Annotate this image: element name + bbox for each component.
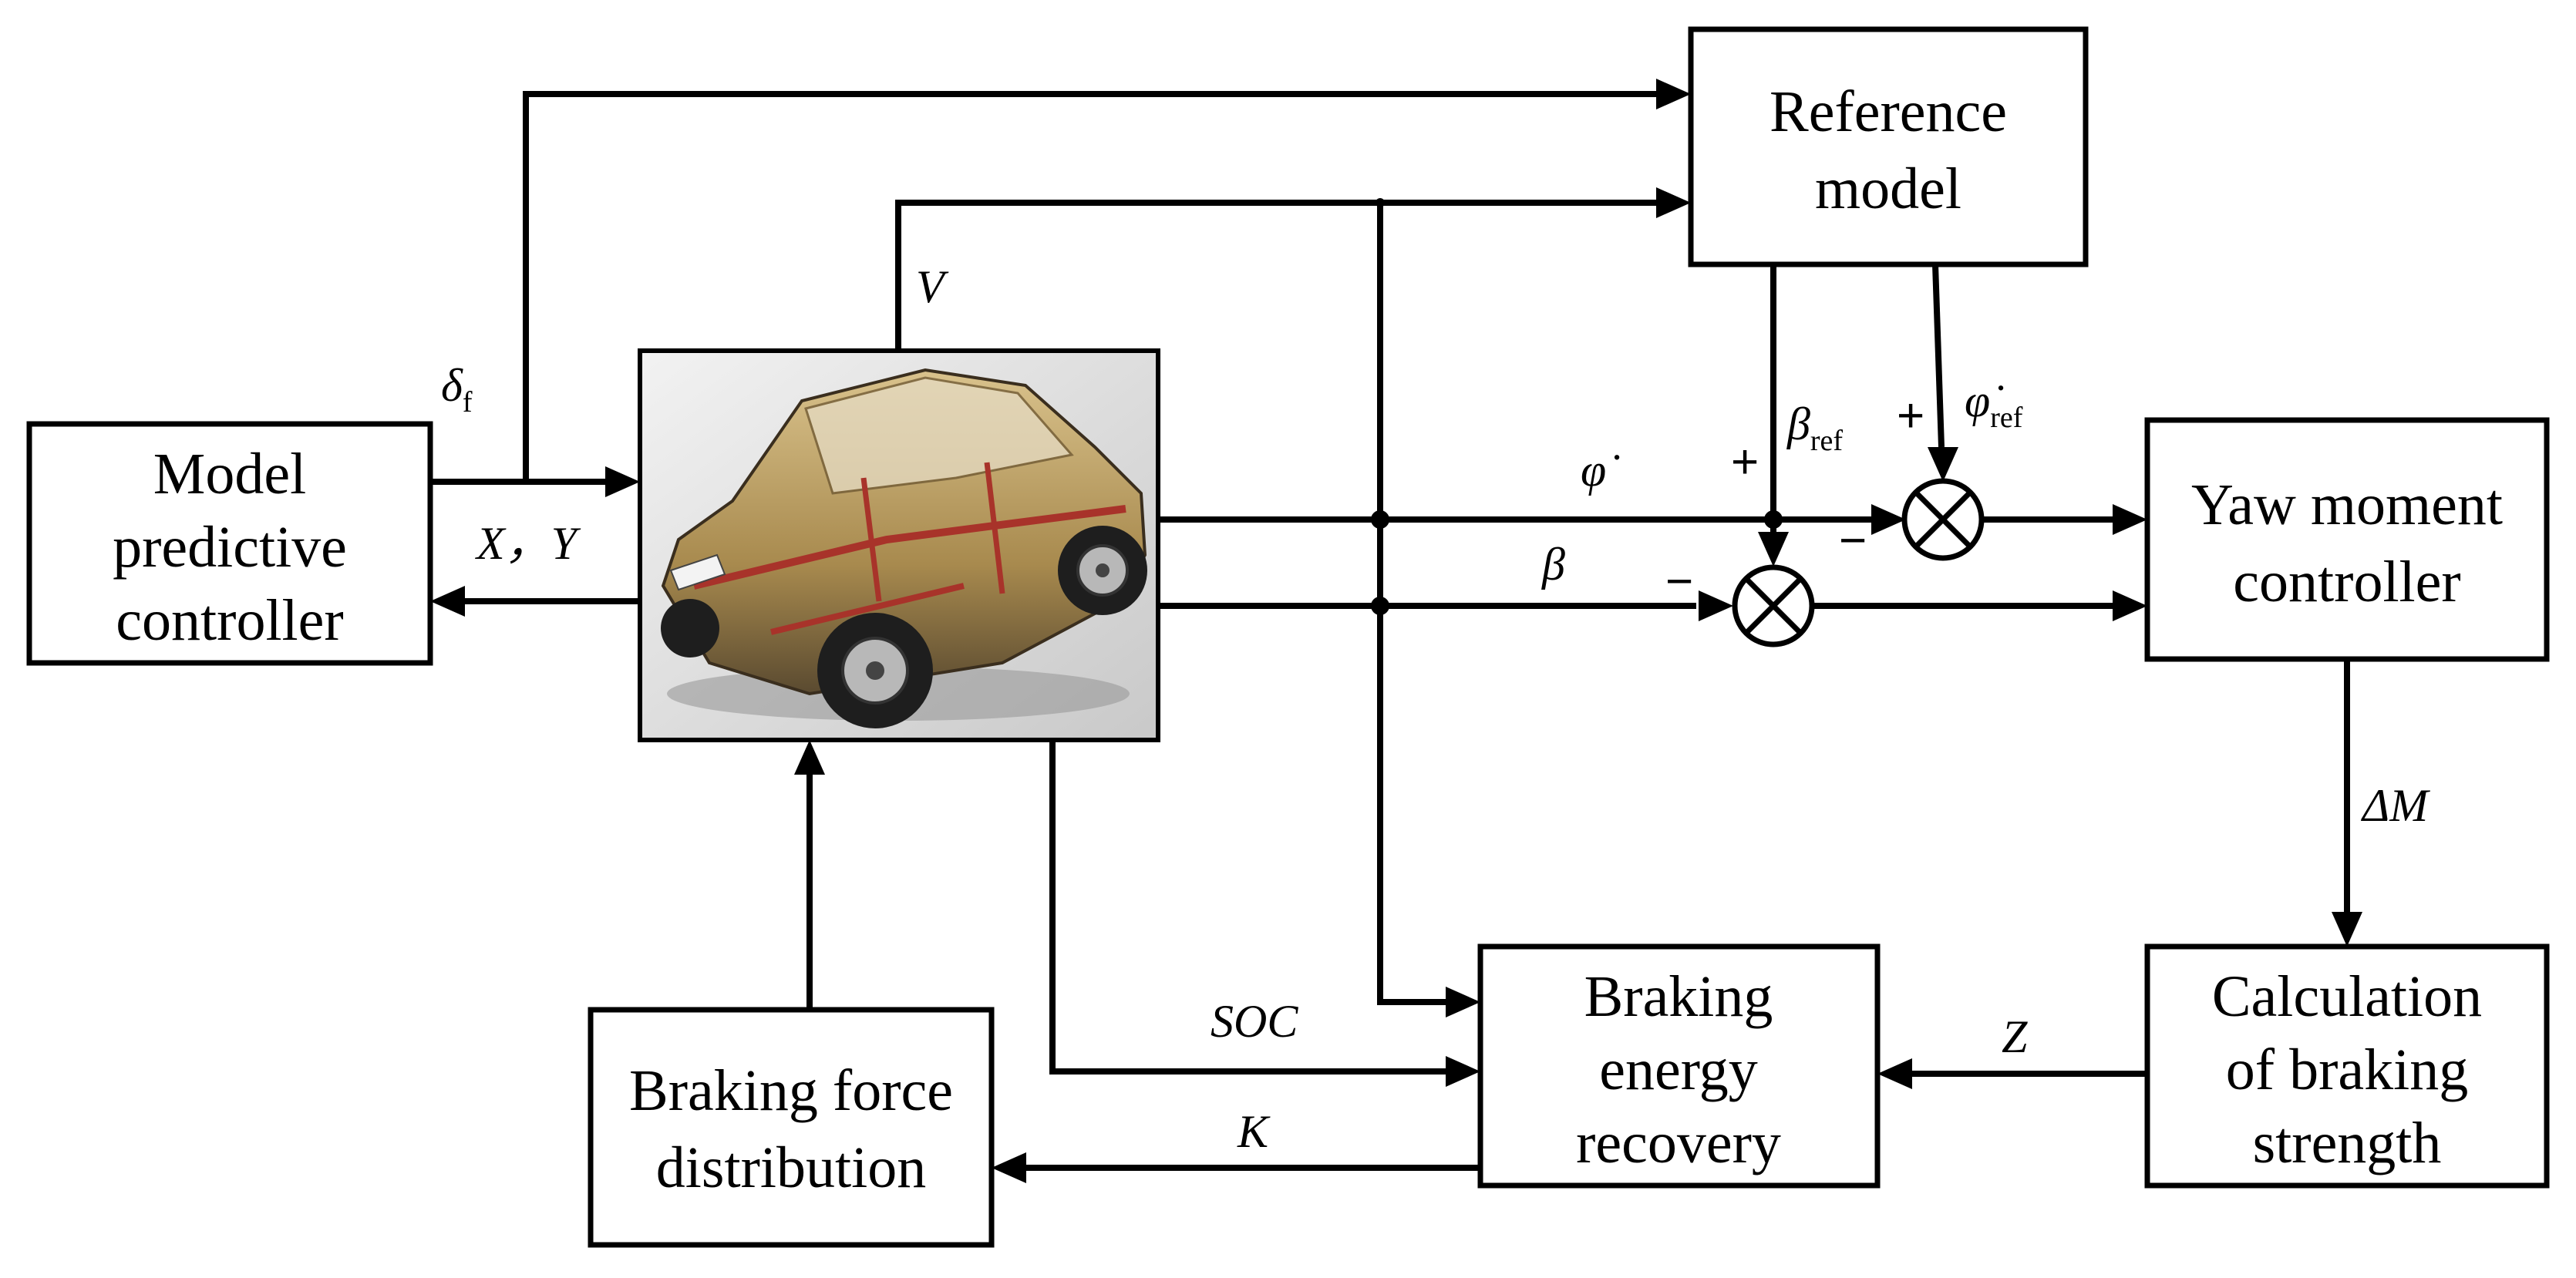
- mpc-label-line-1: Model: [153, 442, 306, 506]
- phi-ref-label: φ̇ref: [1965, 375, 2023, 434]
- vehicle-image: [638, 348, 1160, 742]
- braking-strength-label-line-2: of braking: [2226, 1038, 2468, 1102]
- sum2-to-yaw-arrowhead: [2113, 590, 2147, 621]
- z-arrowhead: [1877, 1058, 1912, 1089]
- k-arrowhead: [992, 1152, 1026, 1183]
- soc-arrowhead: [1446, 1056, 1480, 1087]
- energy-recovery-label-line-2: energy: [1599, 1038, 1757, 1102]
- phi-ref-arrowhead: [1928, 447, 1958, 482]
- soc-wire: [1049, 740, 1450, 1075]
- beta-label: β: [1541, 539, 1565, 590]
- reference-label-line-2: model: [1815, 156, 1961, 221]
- phi-dot-minus-sign: −: [1839, 514, 1867, 567]
- v-arrowhead: [1656, 187, 1691, 218]
- v-to-energy-wire: [1377, 203, 1450, 1005]
- xy-label: X，Y: [475, 518, 581, 569]
- beta-minus-sign: −: [1665, 555, 1693, 608]
- beta-ref-label: βref: [1786, 399, 1843, 457]
- phi-dot-label: φ̇: [1581, 445, 1619, 496]
- summing-junction-sideslip: [1732, 564, 1815, 647]
- force-distribution-label-line-1: Braking force: [629, 1058, 953, 1123]
- summing-junction-yaw-rate: [1901, 478, 1985, 561]
- delta-f-arrowhead: [1656, 79, 1691, 109]
- phi-ref-plus-sign: +: [1897, 389, 1924, 442]
- xy-arrowhead: [430, 586, 465, 617]
- z-label: Z: [2002, 1011, 2028, 1062]
- braking-force-distribution-block: Braking force distribution: [588, 1007, 995, 1248]
- delta-f-label: δf: [441, 360, 473, 419]
- reference-label-line-1: Reference: [1770, 79, 2007, 144]
- beta-ref-plus-sign: +: [1731, 436, 1759, 489]
- mpc-block: Model predictive controller: [26, 421, 433, 666]
- braking-energy-recovery-block: Braking energy recovery: [1477, 943, 1881, 1189]
- mpc-label-line-3: controller: [116, 588, 343, 653]
- beta-arrowhead: [1699, 590, 1733, 621]
- v-to-energy-arrowhead: [1446, 987, 1480, 1017]
- delta-m-label: ΔM: [2361, 780, 2430, 831]
- yaw-label-line-1: Yaw moment: [2191, 473, 2503, 537]
- yaw-moment-controller-block: Yaw moment controller: [2144, 417, 2550, 662]
- sum1-to-yaw-arrowhead: [2113, 504, 2147, 535]
- v-label: V: [916, 261, 949, 312]
- braking-strength-label-line-3: strength: [2253, 1111, 2442, 1175]
- force-to-vehicle-arrowhead: [794, 740, 825, 775]
- yaw-label-line-2: controller: [2233, 550, 2460, 614]
- beta-ref-crossing-dot: [1764, 510, 1783, 529]
- energy-recovery-label-line-3: recovery: [1576, 1111, 1781, 1175]
- delta-m-arrowhead: [2332, 912, 2362, 947]
- delta-f-wire: [523, 91, 1683, 482]
- k-label: K: [1237, 1106, 1271, 1157]
- braking-strength-block: Calculation of braking strength: [2144, 943, 2550, 1189]
- reference-model-block: Reference model: [1688, 26, 2089, 267]
- beta-ref-arrowhead: [1758, 532, 1789, 567]
- mpc-to-vehicle-arrowhead: [605, 466, 640, 497]
- soc-label: SOC: [1211, 996, 1298, 1047]
- mpc-label-line-2: predictive: [113, 515, 347, 580]
- energy-recovery-label-line-1: Braking: [1584, 964, 1773, 1029]
- v-wire: [895, 200, 1658, 351]
- braking-strength-label-line-1: Calculation: [2212, 964, 2482, 1029]
- phi-ref-wire: [1932, 264, 1945, 448]
- phi-dot-arrowhead: [1871, 504, 1906, 535]
- force-distribution-label-line-2: distribution: [656, 1135, 926, 1200]
